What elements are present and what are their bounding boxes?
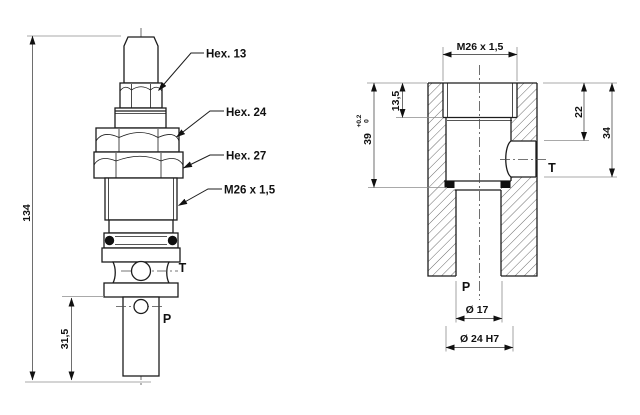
cavity-outline <box>427 82 538 277</box>
callout-thread-text: M26 x 1,5 <box>224 185 276 197</box>
valve-thread-body <box>104 177 178 221</box>
port-label-t-right: T <box>548 161 556 175</box>
dim-39-tol-lower: 0 <box>364 119 371 123</box>
t-port-hole <box>130 260 152 282</box>
valve-step <box>108 219 174 234</box>
dim-31-5-text: 31,5 <box>59 329 71 350</box>
seat-seal-right <box>500 181 511 188</box>
oring-seal-right <box>167 235 178 246</box>
dim-main-bore: Ø 24 H7 <box>445 326 514 352</box>
t-port-recess <box>505 141 536 177</box>
seat-seal-left <box>444 181 455 188</box>
dim-stem-length: 31,5 <box>59 296 104 381</box>
p-port-hole <box>133 298 149 315</box>
dim-134-text: 134 <box>21 204 33 222</box>
callout-hex13-text: Hex. 13 <box>206 49 246 61</box>
port-label-p-right: P <box>462 280 470 294</box>
dim-22-text: 22 <box>573 106 585 118</box>
callout-hex27-text: Hex. 27 <box>226 151 266 163</box>
valve-waist <box>111 260 178 284</box>
valve-hex13 <box>119 82 163 109</box>
dim-39-text: 39 <box>362 133 374 145</box>
dim-thread-text: M26 x 1,5 <box>457 41 504 53</box>
callout-hex13: Hex. 13 <box>158 49 246 91</box>
port-label-t-left: T <box>179 261 187 275</box>
dim-overall-length: 134 <box>21 35 151 383</box>
callout-hex24: Hex. 24 <box>176 107 267 138</box>
dim-t-port-top: 22 <box>543 82 617 141</box>
port-label-p-left: P <box>163 312 171 326</box>
valve-oring-band <box>103 232 179 249</box>
oring-seal-left <box>104 235 115 246</box>
callout-hex27: Hex. 27 <box>183 151 266 169</box>
cavity-main-bore <box>445 118 512 181</box>
dim-t-port-bottom: 34 <box>544 82 617 178</box>
valve-flange-lower <box>103 282 179 298</box>
t-port-recess-outline <box>505 140 537 178</box>
dim-cavity-depth: 39 +0.2 0 <box>356 82 447 188</box>
valve-lower-stem <box>116 296 164 377</box>
callout-thread: M26 x 1,5 <box>178 185 276 206</box>
dim-34-text: 34 <box>601 127 613 139</box>
dim-13-5-text: 13,5 <box>390 91 402 112</box>
cavity-seat <box>444 180 511 191</box>
valve-neck <box>114 107 167 129</box>
callout-hex24-text: Hex. 24 <box>226 107 267 119</box>
right-view-cavity: M26 x 1,5 13,5 39 +0.2 0 22 34 <box>356 41 617 352</box>
dim-pilot-bore: Ø 17 <box>455 281 503 323</box>
left-view-valve: 134 31,5 Hex. 13 Hex. 24 Hex. 27 M26 x 1… <box>21 28 276 388</box>
dim-counterbore-depth: 13,5 <box>390 82 443 118</box>
valve-top-stem <box>123 36 159 84</box>
valve-hex27 <box>93 151 184 179</box>
dim-d17-text: Ø 17 <box>466 304 489 316</box>
cavity-lower-bore <box>455 190 502 276</box>
valve-hex24 <box>95 127 180 153</box>
dim-thread: M26 x 1,5 <box>442 41 518 81</box>
dim-d24h7-text: Ø 24 H7 <box>460 333 499 345</box>
valve-flange-upper <box>101 247 181 263</box>
dim-39-tol-upper: +0.2 <box>356 114 363 127</box>
